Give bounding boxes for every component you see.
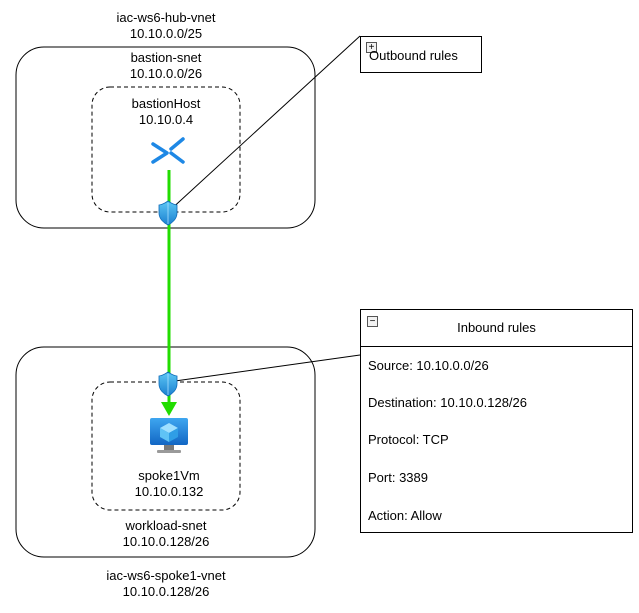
rule-action: Action: Allow <box>368 508 442 523</box>
spoke-vnet-cidr: 10.10.0.128/26 <box>122 584 210 599</box>
hub-vnet-name: iac-ws6-hub-vnet <box>116 10 216 25</box>
bastion-icon <box>151 137 185 164</box>
rule-protocol: Protocol: TCP <box>368 432 449 447</box>
bastion-snet-label: bastion-snet 10.10.0.0/26 <box>66 50 266 82</box>
inbound-rules-title: Inbound rules <box>457 320 536 335</box>
bastion-host-label: bastionHost 10.10.0.4 <box>86 96 246 128</box>
outbound-rules-title: Outbound rules <box>369 48 458 63</box>
workload-snet-label: workload-snet 10.10.0.128/26 <box>66 518 266 550</box>
spoke-vnet-name: iac-ws6-spoke1-vnet <box>106 568 226 583</box>
virtual-machine-icon <box>150 418 188 453</box>
hub-vnet-cidr: 10.10.0.0/25 <box>129 26 203 41</box>
bastion-snet-cidr: 10.10.0.0/26 <box>129 66 203 81</box>
outbound-rules-panel[interactable]: + Outbound rules <box>360 36 482 73</box>
spoke-vnet-label: iac-ws6-spoke1-vnet 10.10.0.128/26 <box>66 568 266 600</box>
hub-vnet-label: iac-ws6-hub-vnet 10.10.0.0/25 <box>66 10 266 42</box>
workload-snet-name: workload-snet <box>125 518 207 533</box>
workload-snet-cidr: 10.10.0.128/26 <box>122 534 210 549</box>
inbound-rules-divider <box>361 346 632 347</box>
vm-label: spoke1Vm 10.10.0.132 <box>86 468 252 500</box>
hub-vnet-box <box>15 46 316 229</box>
bastion-host-ip: 10.10.0.4 <box>138 112 194 127</box>
outbound-connector <box>167 35 361 213</box>
inbound-rules-panel: − Inbound rules Source: 10.10.0.0/26 Des… <box>360 309 633 533</box>
nsg-shield-icon <box>158 371 178 397</box>
inbound-connector <box>167 354 361 383</box>
vm-name: spoke1Vm <box>138 468 200 483</box>
vm-ip: 10.10.0.132 <box>134 484 204 499</box>
spoke-vnet-box <box>15 346 316 558</box>
connection-arrowhead <box>161 402 177 416</box>
rule-destination: Destination: 10.10.0.128/26 <box>368 395 528 410</box>
rule-port: Port: 3389 <box>368 470 428 485</box>
expand-toggle-icon[interactable]: + <box>366 42 377 53</box>
bastion-snet-name: bastion-snet <box>130 50 202 65</box>
nsg-shield-icon <box>158 200 178 226</box>
collapse-toggle-icon[interactable]: − <box>367 316 378 327</box>
rule-source: Source: 10.10.0.0/26 <box>368 358 489 373</box>
bastion-host-name: bastionHost <box>131 96 201 111</box>
bastion-snet-box <box>91 86 241 213</box>
